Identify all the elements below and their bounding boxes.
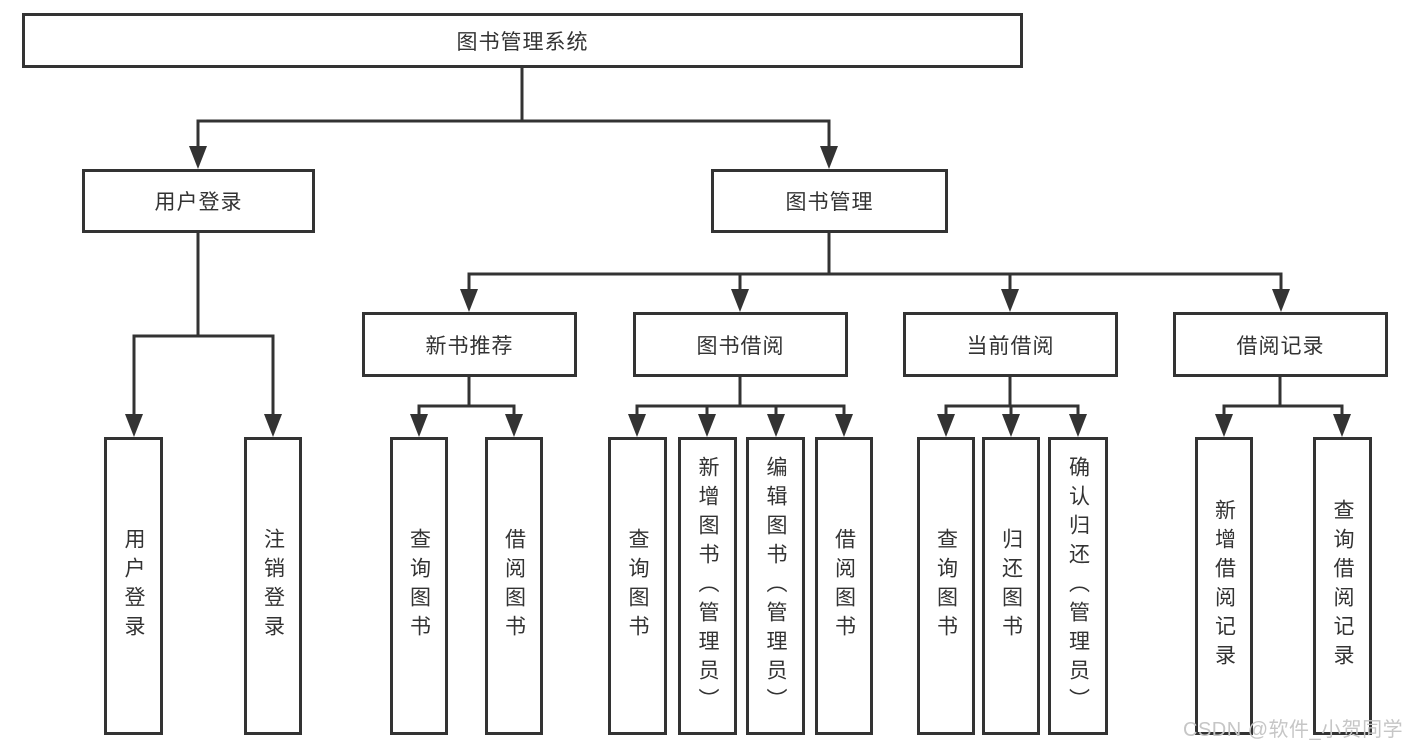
leaf-logout: 注销登录: [244, 437, 302, 735]
arrowheads-current-borrow-leaves: [937, 414, 1087, 437]
node-new-book-recommend: 新书推荐: [362, 312, 577, 377]
connector-root-to-level1: [196, 68, 831, 148]
node-user-login: 用户登录: [82, 169, 315, 233]
connector-new-book-to-leaves: [417, 377, 516, 415]
arrowheads-level2: [460, 289, 1290, 312]
leaf-query-books-recommend: 查询图书: [390, 437, 448, 735]
connector-book-management-to-level2: [467, 233, 1283, 290]
leaf-add-books-admin: 新增图书（管理员）: [678, 437, 737, 735]
connector-records-to-leaves: [1222, 377, 1344, 415]
arrowheads-book-borrow-leaves: [628, 414, 853, 437]
node-book-borrow: 图书借阅: [633, 312, 848, 377]
node-library-management-system: 图书管理系统: [22, 13, 1023, 68]
leaf-borrow-books: 借阅图书: [815, 437, 873, 735]
leaf-user-login: 用户登录: [104, 437, 163, 735]
leaf-query-borrow-record: 查询借阅记录: [1313, 437, 1372, 735]
node-current-borrow: 当前借阅: [903, 312, 1118, 377]
leaf-edit-books-admin: 编辑图书（管理员）: [746, 437, 805, 735]
arrowheads-new-book-leaves: [410, 414, 523, 437]
leaf-return-books: 归还图书: [982, 437, 1040, 735]
arrowheads-user-leaves: [125, 414, 282, 437]
arrowheads-records-leaves: [1215, 414, 1351, 437]
connector-book-borrow-to-leaves: [635, 377, 846, 415]
leaf-borrow-books-recommend: 借阅图书: [485, 437, 543, 735]
node-book-management: 图书管理: [711, 169, 948, 233]
connector-current-borrow-to-leaves: [944, 377, 1080, 415]
leaf-query-books-current: 查询图书: [917, 437, 975, 735]
arrowheads-level1: [189, 146, 838, 169]
csdn-watermark: CSDN @软件_小贺同学: [1183, 719, 1404, 741]
node-borrow-records: 借阅记录: [1173, 312, 1388, 377]
leaf-query-books-borrow: 查询图书: [608, 437, 667, 735]
connector-user-login-to-leaves: [132, 233, 275, 414]
leaf-add-borrow-record: 新增借阅记录: [1195, 437, 1253, 735]
leaf-confirm-return-admin: 确认归还（管理员）: [1048, 437, 1108, 735]
